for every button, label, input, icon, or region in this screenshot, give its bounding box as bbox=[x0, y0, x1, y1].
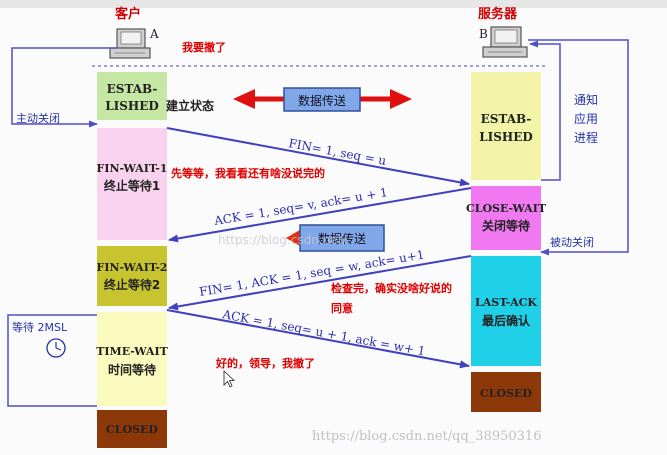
fin2-arrow bbox=[168, 255, 472, 311]
client-state-time-wait bbox=[97, 312, 167, 406]
passive-close-label: 被动关闭 bbox=[550, 235, 594, 249]
passive-close-bracket bbox=[528, 39, 629, 256]
server-computer-icon bbox=[482, 26, 528, 58]
data-transfer-label-top: 数据传送 bbox=[298, 93, 346, 108]
client-state-column bbox=[97, 72, 167, 448]
annotation-leave: 我要撤了 bbox=[182, 40, 226, 54]
annotation-ok: 好的，领导，我撤了 bbox=[215, 356, 315, 370]
server-last-ack-cn: 最后确认 bbox=[482, 313, 531, 328]
server-close-wait-label: CLOSE-WAIT bbox=[466, 202, 547, 215]
server-closed-label: CLOSED bbox=[480, 387, 532, 400]
data-transfer-label-middle: 数据传送 bbox=[318, 231, 366, 246]
data-transfer-arrow-middle bbox=[286, 224, 385, 252]
client-closed-label: CLOSED bbox=[106, 423, 158, 436]
wait-2msl-bracket bbox=[7, 314, 97, 407]
fin1-message: FIN= 1, seq = u bbox=[287, 136, 387, 168]
ack2-arrow bbox=[166, 309, 470, 369]
annotation-wait-check: 先等等，我看看还有啥没说完的 bbox=[171, 166, 325, 180]
client-time-wait-label: TIME-WAIT bbox=[96, 345, 168, 358]
wait-2msl-label: 等待 2MSL bbox=[12, 320, 68, 334]
server-state-last-ack bbox=[471, 256, 541, 366]
client-computer-icon bbox=[109, 28, 151, 59]
client-fin-wait-2-cn: 终止等待2 bbox=[104, 277, 160, 292]
notify-line2: 应用 bbox=[574, 111, 598, 126]
notify-line3: 进程 bbox=[574, 130, 598, 145]
watermark-middle: https://blog.csdn.net/ bbox=[218, 233, 347, 247]
ack1-arrow bbox=[168, 187, 472, 243]
server-last-ack-label: LAST-ACK bbox=[475, 296, 537, 309]
server-state-close-wait bbox=[471, 186, 541, 250]
client-letter: A bbox=[149, 27, 159, 41]
client-established-cn: 建立状态 bbox=[165, 98, 214, 113]
client-time-wait-cn: 时间等待 bbox=[108, 362, 156, 377]
client-fin-wait-2-label: FIN-WAIT-2 bbox=[97, 261, 168, 274]
server-state-column bbox=[471, 72, 541, 412]
top-bar bbox=[0, 0, 667, 8]
client-state-fin-wait-2 bbox=[97, 246, 167, 306]
server-established-line1: ESTAB- bbox=[481, 112, 532, 126]
client-established-line2: LISHED bbox=[105, 99, 159, 113]
active-close-bracket bbox=[11, 47, 117, 128]
client-state-established bbox=[97, 72, 167, 120]
server-state-established bbox=[471, 72, 541, 180]
client-state-fin-wait-1 bbox=[97, 128, 167, 240]
fin1-arrow bbox=[166, 127, 470, 187]
annotation-agree: 同意 bbox=[331, 301, 353, 315]
server-established-line2: LISHED bbox=[479, 130, 533, 144]
notify-line1: 通知 bbox=[574, 93, 598, 107]
active-close-label: 主动关闭 bbox=[16, 111, 60, 125]
clock-icon bbox=[46, 338, 66, 358]
client-label: 客户 bbox=[115, 6, 141, 22]
ack2-message: ACK = 1, seq= u + 1, ack = w+ 1 bbox=[220, 307, 426, 358]
server-label: 服务器 bbox=[478, 6, 518, 22]
watermark-bottom: https://blog.csdn.net/qq_38950316 bbox=[312, 429, 541, 444]
client-fin-wait-1-label: FIN-WAIT-1 bbox=[97, 162, 168, 175]
client-state-closed bbox=[97, 410, 167, 448]
notify-bracket bbox=[529, 40, 561, 181]
server-state-closed bbox=[471, 372, 541, 412]
client-fin-wait-1-cn: 终止等待1 bbox=[104, 178, 160, 193]
server-close-wait-cn: 关闭等待 bbox=[482, 218, 530, 233]
data-transfer-arrow-top bbox=[233, 87, 412, 112]
annotation-checked: 检查完，确实没啥好说的 bbox=[331, 281, 452, 295]
mouse-cursor-icon bbox=[223, 370, 236, 388]
server-letter: B bbox=[479, 27, 488, 41]
client-established-line1: ESTAB- bbox=[107, 82, 158, 96]
